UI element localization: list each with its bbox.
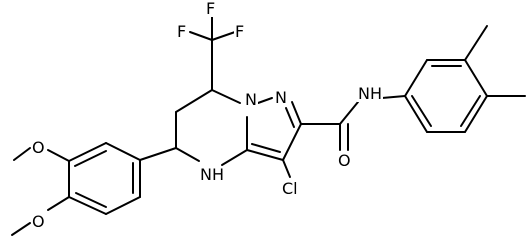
bond-n7a-n1: [257, 97, 273, 104]
bond-ar1-c4-c5-inner: [75, 192, 107, 208]
bond-ar1-c1-c2: [105, 142, 141, 161]
fluorine-atom-left: F: [176, 22, 188, 41]
bond-c3-c3a-inner: [251, 143, 281, 153]
bond-o-lower-methyl: [11, 222, 31, 236]
bond-nh-aryl: [381, 95, 406, 99]
bond-n4-c3a: [221, 149, 248, 166]
bond-carbonyl-nh: [339, 101, 359, 125]
bond-ar1-o-upper: [47, 149, 70, 162]
bond-o-upper-methyl: [13, 147, 31, 161]
bond-c2-c3: [282, 123, 302, 161]
bond-c7-c6: [175, 89, 213, 113]
bond-c5-n4: [175, 147, 200, 162]
bond-ar2-c4-c5-inner: [460, 95, 481, 127]
nitrogen-atom-ring-nh: N: [199, 165, 213, 184]
oxygen-atom-methoxy-lower: O: [31, 212, 46, 231]
nitrogen-atom-bridgehead: N: [244, 90, 258, 109]
hydrogen-atom-amide: H: [369, 84, 384, 103]
nitrogen-atom-amide: N: [357, 84, 371, 103]
bond-n7a-c7: [211, 89, 241, 104]
bond-ar1-c2-c3-inner: [74, 150, 107, 167]
bond-c3-cl: [282, 159, 291, 178]
bond-ar2-c4-c5: [464, 95, 488, 133]
fluorine-atom-right: F: [234, 22, 246, 41]
hydrogen-atom-ring-nh: H: [211, 165, 226, 184]
bond-ar2-c1-c2: [404, 59, 428, 97]
bond-methyl-top: [464, 25, 488, 61]
bond-c5-aryl: [139, 147, 177, 161]
oxygen-atom-methoxy-upper: O: [31, 138, 46, 157]
bond-cf3-c-f-right: [211, 31, 236, 41]
bond-n1-c2: [291, 101, 302, 125]
bond-c3-c3a: [246, 149, 284, 161]
bond-ar2-c3-c4: [464, 59, 488, 97]
bond-cf3-c-f-left: [189, 31, 213, 41]
bond-ar1-c5-c6: [105, 196, 141, 215]
chlorine-atom: Cl: [281, 179, 299, 198]
bond-ar2-c6-c1: [404, 95, 428, 133]
bond-ar2-c6-c1-inner: [411, 95, 432, 127]
bond-ar1-c4-c5: [68, 196, 107, 215]
bond-ar1-o-lower: [47, 196, 70, 211]
bond-n1-c2-inner: [285, 107, 295, 128]
oxygen-atom-carbonyl: O: [337, 151, 352, 170]
fluorine-atom-top: F: [205, 0, 217, 18]
nitrogen-atom-pyrazole: N: [274, 88, 288, 107]
bond-ar1-c2-c3: [68, 142, 107, 162]
